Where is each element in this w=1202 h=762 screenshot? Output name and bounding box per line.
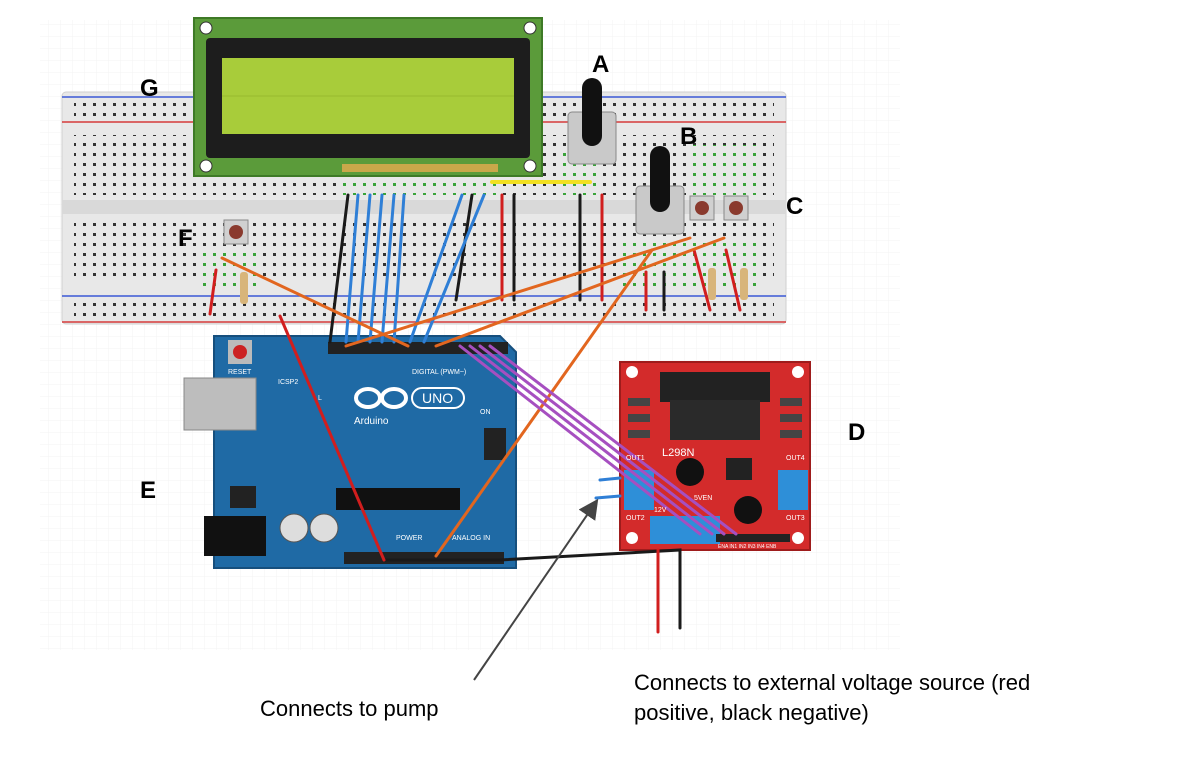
board-text: RESET ICSP2 Arduino UNO ON DIGITAL (PWM~… [228,369,805,550]
arduino-model-text: UNO [422,390,453,406]
arduino-l-text: L [318,395,322,402]
label-c: C [786,193,803,220]
resistors [240,268,748,304]
label-d: D [848,419,865,446]
arduino-analog-text: ANALOG IN [452,535,490,542]
driver-out1-text: OUT1 [626,455,645,462]
label-a: A [592,51,609,78]
lcd-display [193,17,543,177]
arduino-on-text: ON [480,409,491,416]
arduino-digital-text: DIGITAL (PWM~) [412,369,466,376]
arduino-uno [183,335,517,569]
arduino-power-text: POWER [396,535,422,542]
push-button-c2 [723,195,749,221]
driver-5ven-text: 5VEN [694,495,712,502]
wires [208,180,742,634]
push-button-c1 [689,195,715,221]
driver-12v-text: 12V [654,507,667,514]
pump-arrow [473,498,599,681]
potentiometer-a [567,78,617,165]
label-f: F [178,225,193,252]
caption-voltage-line1: Connects to external voltage source (red [634,670,1031,695]
arduino-icsp2-text: ICSP2 [278,379,298,386]
push-button-f [223,219,249,245]
label-g: G [140,75,159,102]
caption-pump: Connects to pump [260,696,439,721]
caption-voltage-line2: positive, black negative) [634,700,869,725]
arduino-reset-text: RESET [228,369,252,376]
label-e: E [140,477,156,504]
driver-model-text: L298N [662,447,694,459]
driver-out4-text: OUT4 [786,455,805,462]
label-b: B [680,123,697,150]
l298n-driver [619,361,811,551]
arduino-brand-text: Arduino [354,416,389,427]
driver-out2-text: OUT2 [626,515,645,522]
driver-pins-text: ENA IN1 IN2 IN3 IN4 ENB [718,544,777,550]
driver-out3-text: OUT3 [786,515,805,522]
potentiometer-b [635,146,685,235]
